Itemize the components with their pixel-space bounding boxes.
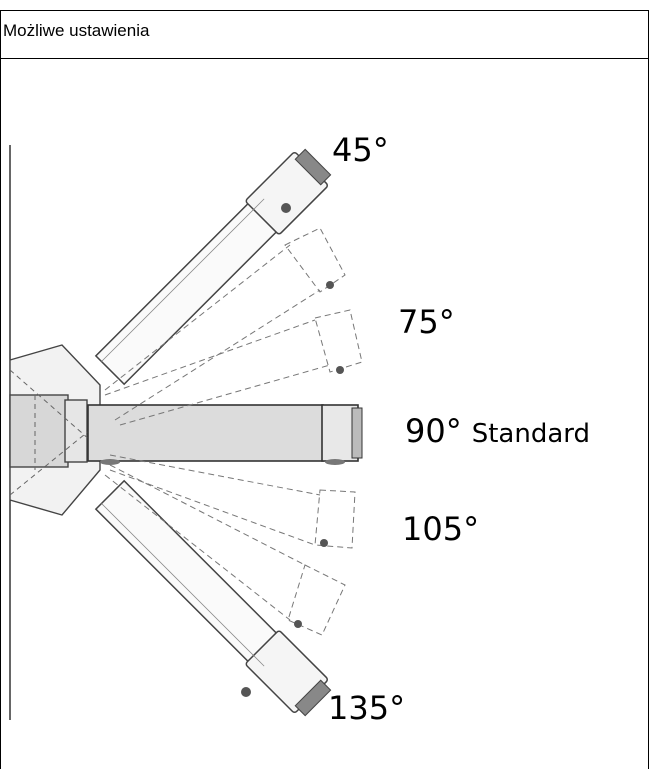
arm-105-dashed: [109, 454, 356, 549]
arm-60-dashed: [104, 227, 346, 421]
label-90: 90°: [405, 412, 462, 450]
label-90-row: 90° Standard: [405, 415, 590, 447]
arm-120-dashed: [104, 464, 346, 636]
arm-75-dashed: [104, 309, 363, 426]
label-75: 75°: [398, 303, 455, 341]
arm-90: [87, 404, 363, 465]
label-45: 45°: [332, 131, 389, 169]
arm-135: [94, 479, 332, 717]
label-135: 135°: [328, 689, 406, 727]
settings-table: Możliwe ustawienia: [0, 10, 649, 769]
table-header: Możliwe ustawienia: [1, 11, 648, 59]
arm-45: [94, 148, 332, 386]
label-105: 105°: [402, 510, 480, 548]
label-standard: Standard: [471, 419, 591, 449]
hinge-block: [9, 344, 101, 516]
